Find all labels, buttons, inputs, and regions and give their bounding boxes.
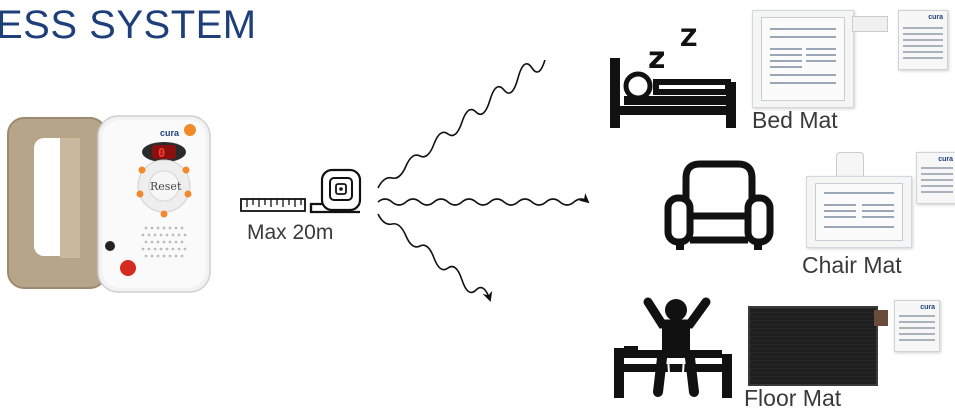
floor-mat-label: Floor Mat <box>744 385 841 412</box>
bed-mat-image <box>752 10 854 108</box>
alarm-device-illustration: cura 0 Reset <box>0 108 215 293</box>
armchair-icon <box>664 160 774 252</box>
signal-arrow-chair <box>378 199 588 205</box>
signal-arrow-bed <box>378 60 560 188</box>
measuring-tape-roll-icon <box>308 168 364 216</box>
chair-mat-image <box>806 176 912 248</box>
bed-sleeping-icon: z Z <box>604 20 744 130</box>
chair-mat-tag: cura <box>916 152 955 204</box>
floor-mat-image <box>748 306 878 386</box>
distance-label: Max 20m <box>247 221 333 245</box>
signal-arrows <box>370 60 640 340</box>
device-display: 0 <box>158 146 165 160</box>
signal-arrow-floor <box>378 214 490 300</box>
bed-mat-connector <box>852 16 888 32</box>
person-getting-up-icon <box>610 292 738 402</box>
bed-mat-tag: cura <box>898 10 948 70</box>
tape-measure-icon <box>240 196 306 214</box>
bed-mat-label: Bed Mat <box>752 107 838 134</box>
floor-mat-connector <box>874 310 888 326</box>
svg-text:Z: Z <box>680 24 697 52</box>
svg-text:z: z <box>648 41 665 76</box>
floor-mat-tag: cura <box>894 300 940 352</box>
page-title: ESS SYSTEM <box>0 2 257 48</box>
device-reset-label: Reset <box>150 180 182 193</box>
chair-mat-label: Chair Mat <box>802 252 902 279</box>
alarm-device: cura 0 Reset <box>0 108 215 293</box>
device-brand: cura <box>160 128 180 138</box>
